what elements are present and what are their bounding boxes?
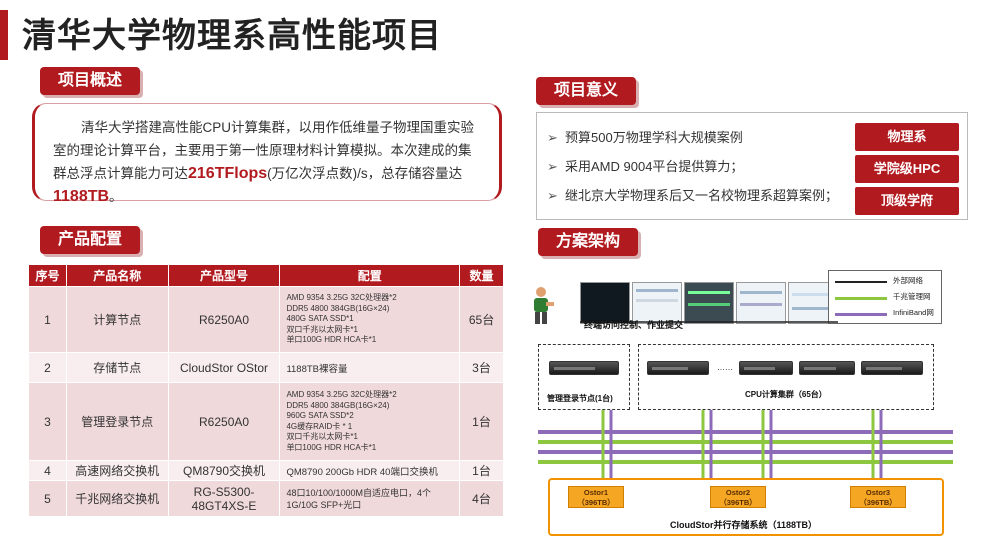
server-icon — [739, 361, 793, 375]
screen-icon — [580, 282, 630, 324]
meaning-item: ➢预算500万物理学科大规模案例 — [547, 123, 847, 152]
overview-text-2: (万亿次浮点数)/s，总存储容量达 — [267, 166, 463, 181]
ostor-node: Ostor3（396TB） — [850, 486, 906, 508]
ostor-node: Ostor2（396TB） — [710, 486, 766, 508]
server-icon — [647, 361, 709, 375]
table-row: 3 管理登录节点 R6250A0 AMD 9354 3.25G 32C处理器*2… — [28, 382, 504, 461]
meaning-box: ➢预算500万物理学科大规模案例 ➢采用AMD 9004平台提供算力； ➢继北京… — [536, 112, 968, 220]
overview-box: 清华大学搭建高性能CPU计算集群，以用作低维量子物理国重实验室的理论计算平台，主… — [32, 103, 502, 205]
terminal-screens — [580, 282, 838, 324]
control-label: 终端访问控制、作业提交 — [584, 320, 684, 330]
col-header: 产品型号 — [167, 264, 281, 287]
architecture-tab: 方案架构 — [538, 228, 639, 256]
architecture-diagram: 外部网络 千兆管理网 InfiniBand网 终端访问控制、作业提交 管理登录节… — [528, 262, 960, 544]
tag-top-school: 顶级学府 — [855, 187, 959, 215]
product-tab: 产品配置 — [40, 226, 141, 254]
server-icon — [861, 361, 923, 375]
title-accent-bar — [0, 10, 8, 60]
meaning-tab: 项目意义 — [536, 77, 637, 105]
table-row: 5 千兆网络交换机 RG-S5300-48GT4XS-E 48口10/100/1… — [28, 480, 504, 517]
tag-physics: 物理系 — [855, 123, 959, 151]
server-icon — [549, 361, 619, 375]
meaning-list: ➢预算500万物理学科大规模案例 ➢采用AMD 9004平台提供算力； ➢继北京… — [547, 123, 847, 210]
col-header: 序号 — [28, 264, 67, 287]
table-row: 2 存储节点 CloudStor OStor 1188TB裸容量 3台 — [28, 352, 504, 383]
table-row: 4 高速网络交换机 QM8790交换机 QM8790 200Gb HDR 40端… — [28, 460, 504, 481]
page-title: 清华大学物理系高性能项目 — [22, 16, 442, 56]
storage-system: Ostor1（396TB） Ostor2（396TB） Ostor3（396TB… — [548, 478, 944, 536]
cpu-cluster-group: …… CPU计算集群（65台） — [638, 344, 934, 410]
overview-tab: 项目概述 — [40, 67, 141, 95]
network-legend: 外部网络 千兆管理网 InfiniBand网 — [828, 270, 942, 324]
arrow-icon: ➢ — [547, 188, 558, 203]
tag-hpc: 学院级HPC — [855, 155, 959, 183]
legend-line-mgmt — [835, 297, 887, 300]
overview-flops: 216TFlops — [188, 165, 268, 182]
overview-text-1: 清华大学搭建高性能CPU计算集群，以用作低维量子物理国重实验室的理论计算平台，主… — [53, 120, 475, 181]
table-header-row: 序号 产品名称 产品型号 配置 数量 — [28, 264, 504, 287]
meaning-item: ➢继北京大学物理系后又一名校物理系超算案例； — [547, 181, 847, 210]
meaning-item: ➢采用AMD 9004平台提供算力； — [547, 152, 847, 181]
ostor-node: Ostor1（396TB） — [568, 486, 624, 508]
user-icon — [534, 287, 554, 324]
screen-icon — [684, 282, 734, 324]
product-table: 序号 产品名称 产品型号 配置 数量 1 计算节点 R6250A0 AMD 93… — [28, 264, 504, 517]
legend-line-external — [835, 281, 887, 283]
arrow-icon: ➢ — [547, 130, 558, 145]
screen-icon — [736, 282, 786, 324]
overview-storage: 1188TB — [53, 188, 110, 205]
screen-icon — [632, 282, 682, 324]
network-lines — [538, 321, 953, 480]
col-header: 数量 — [459, 264, 504, 287]
overview-text-3: 。 — [109, 189, 123, 204]
login-node-group: 管理登录节点(1台) — [538, 344, 630, 410]
col-header: 产品名称 — [65, 264, 169, 287]
legend-line-ib — [835, 313, 887, 316]
arrow-icon: ➢ — [547, 159, 558, 174]
server-icon — [799, 361, 855, 375]
col-header: 配置 — [279, 264, 461, 287]
